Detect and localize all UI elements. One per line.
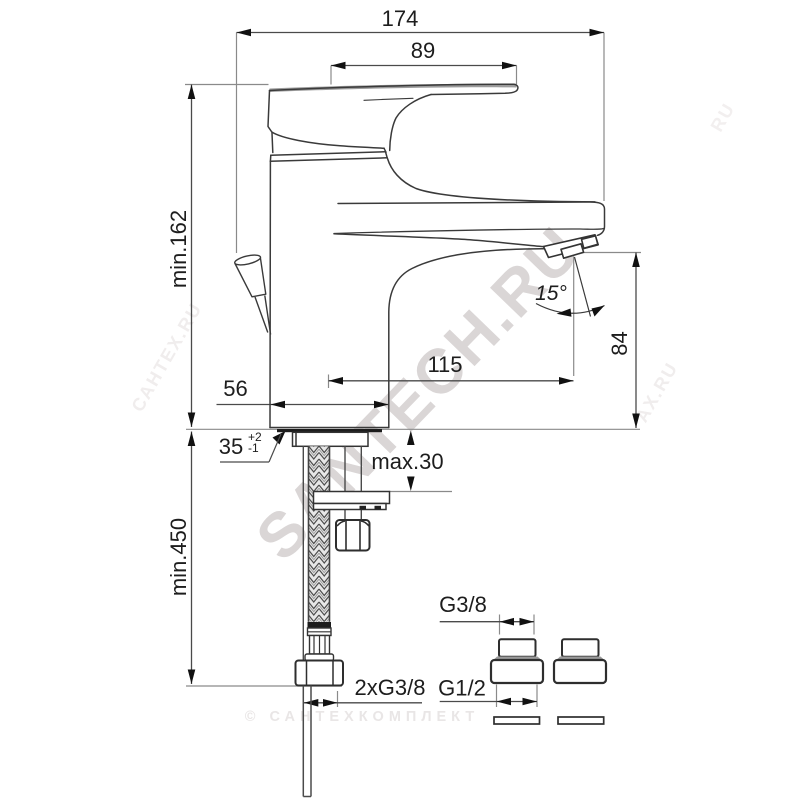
svg-text:35: 35 xyxy=(219,434,243,459)
svg-text:-1: -1 xyxy=(248,441,259,455)
svg-text:G3/8: G3/8 xyxy=(439,592,487,617)
svg-text:115: 115 xyxy=(427,352,462,377)
svg-text:174: 174 xyxy=(382,6,419,31)
svg-text:© САНТЕХКОМПЛЕКТ: © САНТЕХКОМПЛЕКТ xyxy=(245,709,480,725)
svg-text:89: 89 xyxy=(411,38,435,63)
svg-text:min.450: min.450 xyxy=(166,518,191,596)
svg-text:G1/2: G1/2 xyxy=(438,676,486,701)
svg-text:15°: 15° xyxy=(535,282,567,305)
svg-text:max.30: max.30 xyxy=(371,449,443,474)
svg-text:2xG3/8: 2xG3/8 xyxy=(355,675,426,700)
svg-text:+2: +2 xyxy=(248,430,262,444)
svg-text:56: 56 xyxy=(223,376,247,401)
svg-text:min.162: min.162 xyxy=(166,210,191,288)
svg-text:84: 84 xyxy=(607,331,632,355)
